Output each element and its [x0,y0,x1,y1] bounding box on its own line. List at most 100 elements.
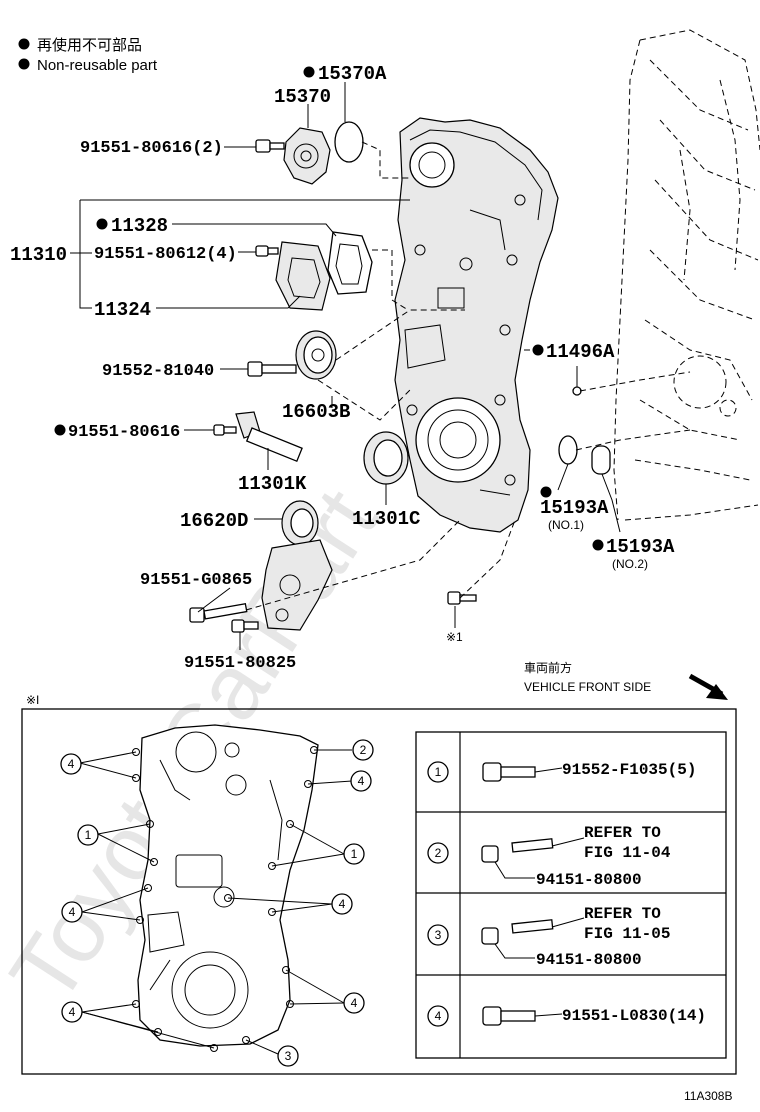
detail-callout-4-a: 4 [60,753,82,775]
label-11324: 11324 [94,299,151,321]
timing-chain-cover [394,117,559,533]
detail-callout-4-f: 4 [343,992,365,1014]
table-part-number: 94151-80800 [536,871,642,889]
label-15193a-no1: 15193A [540,497,609,519]
cover-11324 [275,241,331,311]
label-16603b: 16603B [282,401,350,423]
oil-control-valve-15370 [283,127,331,185]
table-refer-to: REFER TO [584,905,661,923]
idler-pulley-16603b [295,330,337,380]
label-15370a: 15370A [318,63,387,85]
bolt-91551-80616 [213,424,237,436]
bolt-detail-ref [447,591,477,605]
bolt-table [415,731,727,1059]
detail-callout-1-a: 1 [77,824,99,846]
figure-code: 11A308B [684,1089,733,1103]
label-15193a-no1-sub: (NO.1) [548,518,584,532]
label-91551-g0865: 91551-G0865 [140,571,252,590]
label-11310: 11310 [10,244,67,266]
non-reusable-bullet-icon [18,38,30,50]
table-refer-figure: FIG 11-04 [584,844,671,862]
label-91551-80825: 91551-80825 [184,654,296,673]
gasket-15193a-no2 [591,445,611,475]
non-reusable-bullet-icon [532,344,544,356]
detail-callout-number: 4 [69,1005,76,1019]
non-reusable-bullet-icon [592,539,604,551]
detail-callout-2: 2 [352,739,374,761]
label-15193a-no2-sub: (NO.2) [612,557,648,571]
non-reusable-bullet-icon [303,66,315,78]
note-mark-1: ※1 [446,630,463,644]
detail-callout-4-c: 4 [61,901,83,923]
non-reusable-bullet-icon [54,424,66,436]
vehicle-front-japanese: 車両前方 [524,660,572,675]
vehicle-front-english: VEHICLE FRONT SIDE [524,680,651,694]
detail-callout-number: 4 [68,757,75,771]
table-part-number: 91551-L0830(14) [562,1007,706,1025]
front-direction-arrow-icon [688,673,728,700]
label-91551-80616: 91551-80616 [68,423,180,442]
table-part-number: 91552-F1035(5) [562,761,696,779]
label-11301k: 11301K [238,473,307,495]
leader-lines [70,82,691,650]
non-reusable-bullet-icon [540,486,552,498]
detail-callout-number: 4 [358,774,365,788]
label-11301c: 11301C [352,508,420,530]
non-reusable-bullet-icon [96,218,108,230]
label-91551-80616-2: 91551-80616(2) [80,139,223,158]
bolt-91552-81040 [247,361,297,377]
bolt-91551-80825 [231,619,259,633]
table-row-number: 3 [435,928,442,942]
label-91551-80612-4: 91551-80612(4) [94,245,237,264]
detail-callout-number: 4 [351,996,358,1010]
flange-bolt-icon [482,1006,536,1026]
detail-callout-number: 4 [69,905,76,919]
bolt-91551-80612-4 [255,245,279,257]
sensor-11301k [235,411,303,463]
detail-callout-4-e: 4 [61,1001,83,1023]
detail-box [21,708,737,1075]
detail-callout-3: 3 [277,1045,299,1067]
stud-bolt-icon [481,919,554,945]
flange-bolt-icon [482,762,536,782]
table-row-number: 1 [435,765,442,779]
table-row-number: 4 [435,1009,442,1023]
detail-callout-1-b: 1 [343,843,365,865]
detail-callout-number: 1 [85,828,92,842]
non-reusable-bullet-icon [18,58,30,70]
stud-bolt-icon [481,838,554,863]
table-refer-to: REFER TO [584,824,661,842]
label-15370: 15370 [274,86,331,108]
tensioner-16620d [261,500,333,631]
label-16620d: 16620D [180,510,248,532]
detail-callout-number: 2 [360,743,367,757]
legend-english: Non-reusable part [37,57,158,74]
o-ring-15193a-no1 [558,435,578,465]
label-11496a: 11496A [546,341,615,363]
detail-callout-number: 3 [285,1049,292,1063]
detail-callout-4-b: 4 [350,770,372,792]
detail-leader-lines [79,749,353,1055]
table-row-3: 3 REFER TO FIG 11-05 94151-80800 [427,905,670,969]
table-row-1: 1 91552-F1035(5) [427,761,696,783]
bolt-91551-80616-2 [255,139,285,153]
table-row-2: 2 REFER TO FIG 11-04 94151-80800 [427,824,671,889]
detail-cover-outline [137,724,319,1047]
label-11328: 11328 [111,215,168,237]
gasket-11328 [327,231,373,295]
table-row-number: 2 [435,846,442,860]
bolt-91551-g0865 [189,602,248,623]
oil-seal-11301c [363,431,409,485]
o-ring-11496a [572,386,582,396]
table-row-4: 4 91551-L0830(14) [427,1005,706,1027]
engine-block-outline [613,29,760,521]
label-91552-81040: 91552-81040 [102,362,214,381]
detail-callout-number: 4 [339,897,346,911]
o-ring-15370a [334,121,364,163]
detail-callout-4-d: 4 [331,893,353,915]
label-15193a-no2: 15193A [606,536,675,558]
detail-callout-number: 1 [351,847,358,861]
legend-japanese: 再使用不可部品 [37,37,142,54]
detail-reference-mark: ※I [26,693,39,707]
